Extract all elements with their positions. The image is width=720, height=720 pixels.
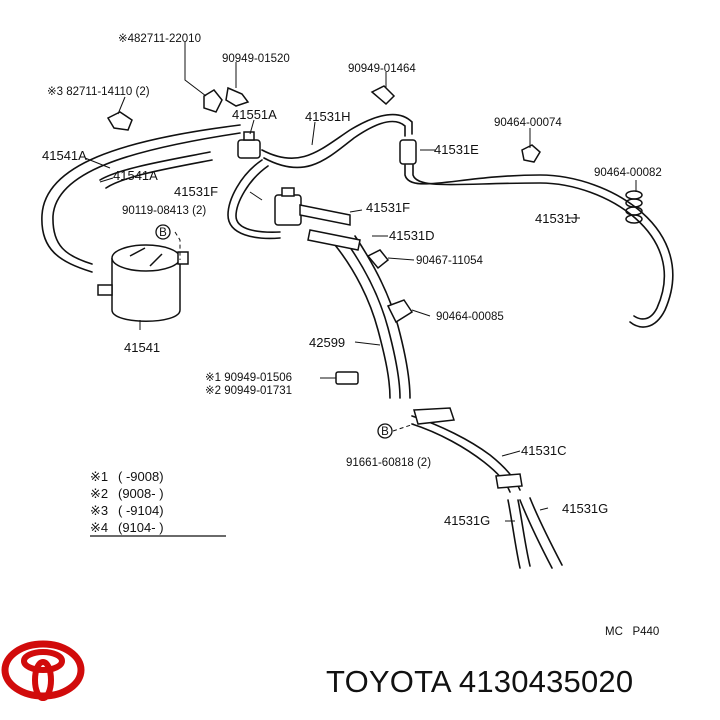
part-label: 90464-00085 [436, 311, 504, 323]
part-label: ※3 82711-14110 (2) [47, 86, 150, 98]
legend-mark: ※3 [90, 503, 108, 518]
part-label: 91661-60818 (2) [346, 457, 431, 469]
part-label: 90464-00082 [594, 167, 662, 179]
clamp-part [370, 85, 396, 106]
part-label: ※2 90949-01731 [205, 385, 292, 397]
bracket-part [495, 473, 523, 489]
part-label: 41541 [124, 340, 160, 355]
spring-clip [625, 190, 643, 224]
legend-range: (9104- ) [118, 520, 164, 535]
part-label: 90119-08413 (2) [122, 205, 206, 217]
components [97, 85, 643, 489]
diagram-code: MC P440 [605, 626, 659, 638]
legend-mark: ※1 [90, 469, 108, 484]
bracket-part [203, 89, 223, 113]
part-label: 90467-11054 [416, 255, 484, 267]
bolt-mark-label: B [381, 426, 389, 438]
part-label: 42599 [309, 335, 345, 350]
vacuum-switching-valve [237, 131, 261, 159]
part-label: 41531F [174, 184, 218, 199]
legend-mark: ※4 [90, 520, 108, 535]
clamp-part [386, 299, 414, 324]
part-label: 41531H [305, 109, 351, 124]
part-label: 41531E [434, 142, 479, 157]
part-label: 90949-01464 [348, 63, 416, 75]
date-range-legend: ※1 ( -9008) ※2 (9008- ) ※3 ( -9104) ※4 (… [90, 469, 226, 537]
hose-clip [521, 144, 541, 163]
legend-range: (9008- ) [118, 486, 164, 501]
leader-lines [84, 42, 637, 522]
part-label: ※1 90949-01506 [205, 372, 292, 384]
toyota-logo-icon [1, 640, 85, 701]
part-label: 90949-01520 [222, 53, 290, 65]
legend-range: ( -9104) [118, 503, 164, 518]
part-label: 41541A [42, 148, 87, 163]
part-label: 41531J [535, 211, 578, 226]
part-label: 41531C [521, 443, 567, 458]
bolt-mark-label: B [159, 227, 167, 239]
legend-mark: ※2 [90, 486, 108, 501]
part-label: 41531G [444, 513, 490, 528]
part-label: 41551A [232, 107, 277, 122]
part-label: 41531G [562, 501, 608, 516]
clamp-part [366, 249, 390, 270]
part-labels: ※482711-22010 90949-01520 90949-01464 ※3… [42, 33, 662, 528]
legend-range: ( -9008) [118, 469, 164, 484]
part-label: 90464-00074 [494, 117, 562, 129]
bracket-part [413, 407, 456, 425]
part-label: 41531D [389, 228, 435, 243]
bolt-marks: B B [155, 224, 393, 439]
charcoal-canister [97, 244, 189, 322]
part-label: ※482711-22010 [118, 33, 201, 45]
clamp-part [225, 86, 250, 107]
clamp-part [335, 371, 359, 385]
part-label: 41531F [366, 200, 410, 215]
hose-connector [399, 139, 417, 165]
part-label: 41541A [113, 168, 158, 183]
valve-block [274, 187, 361, 251]
bracket-part [106, 111, 133, 131]
brand-part-number: TOYOTA 4130435020 [326, 664, 634, 699]
